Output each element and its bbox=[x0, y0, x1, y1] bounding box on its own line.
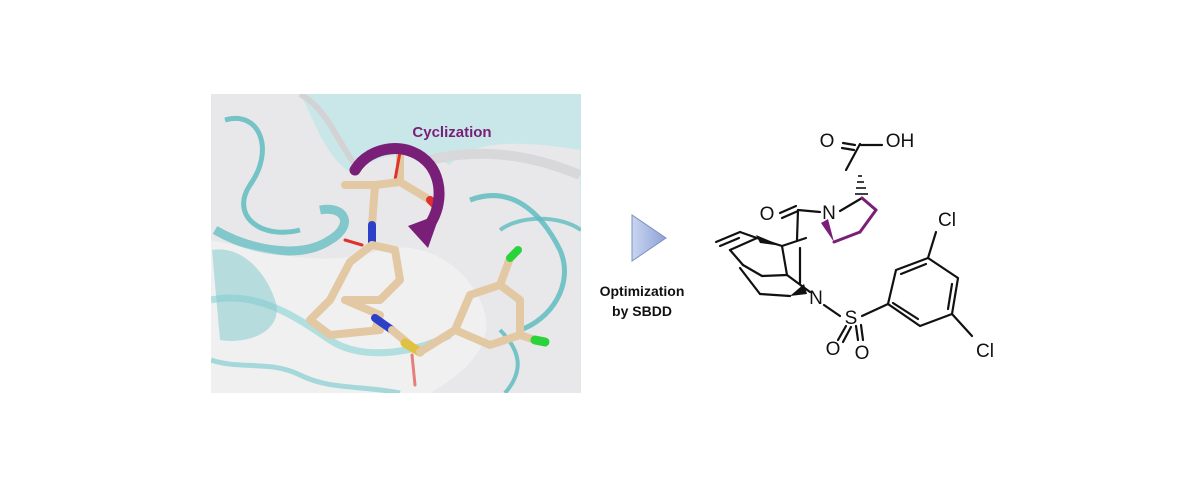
sbdd-label: by SBDD bbox=[612, 303, 672, 319]
atom-cl-bottom: Cl bbox=[976, 341, 994, 362]
atom-carboxyl-oh: OH bbox=[886, 131, 915, 152]
cyclization-label: Cyclization bbox=[412, 124, 491, 141]
atom-ring-n: N bbox=[822, 203, 836, 224]
atom-s: S bbox=[845, 308, 858, 329]
atom-cl-top: Cl bbox=[938, 210, 956, 231]
atom-lactam-o: O bbox=[760, 204, 775, 225]
cyclization-arrow-icon bbox=[349, 143, 445, 248]
chemical-structure: O OH O N N S O O Cl Cl bbox=[714, 131, 994, 364]
atom-sulfonyl-n: N bbox=[809, 288, 823, 309]
process-arrow-icon bbox=[631, 214, 667, 262]
atom-sulfonyl-o2: O bbox=[855, 343, 870, 364]
atom-carboxyl-o: O bbox=[820, 131, 835, 152]
optimization-label: Optimization bbox=[600, 283, 685, 299]
atom-sulfonyl-o1: O bbox=[826, 339, 841, 360]
ligand-sticks bbox=[306, 148, 550, 387]
protein-pocket-image bbox=[211, 94, 581, 393]
